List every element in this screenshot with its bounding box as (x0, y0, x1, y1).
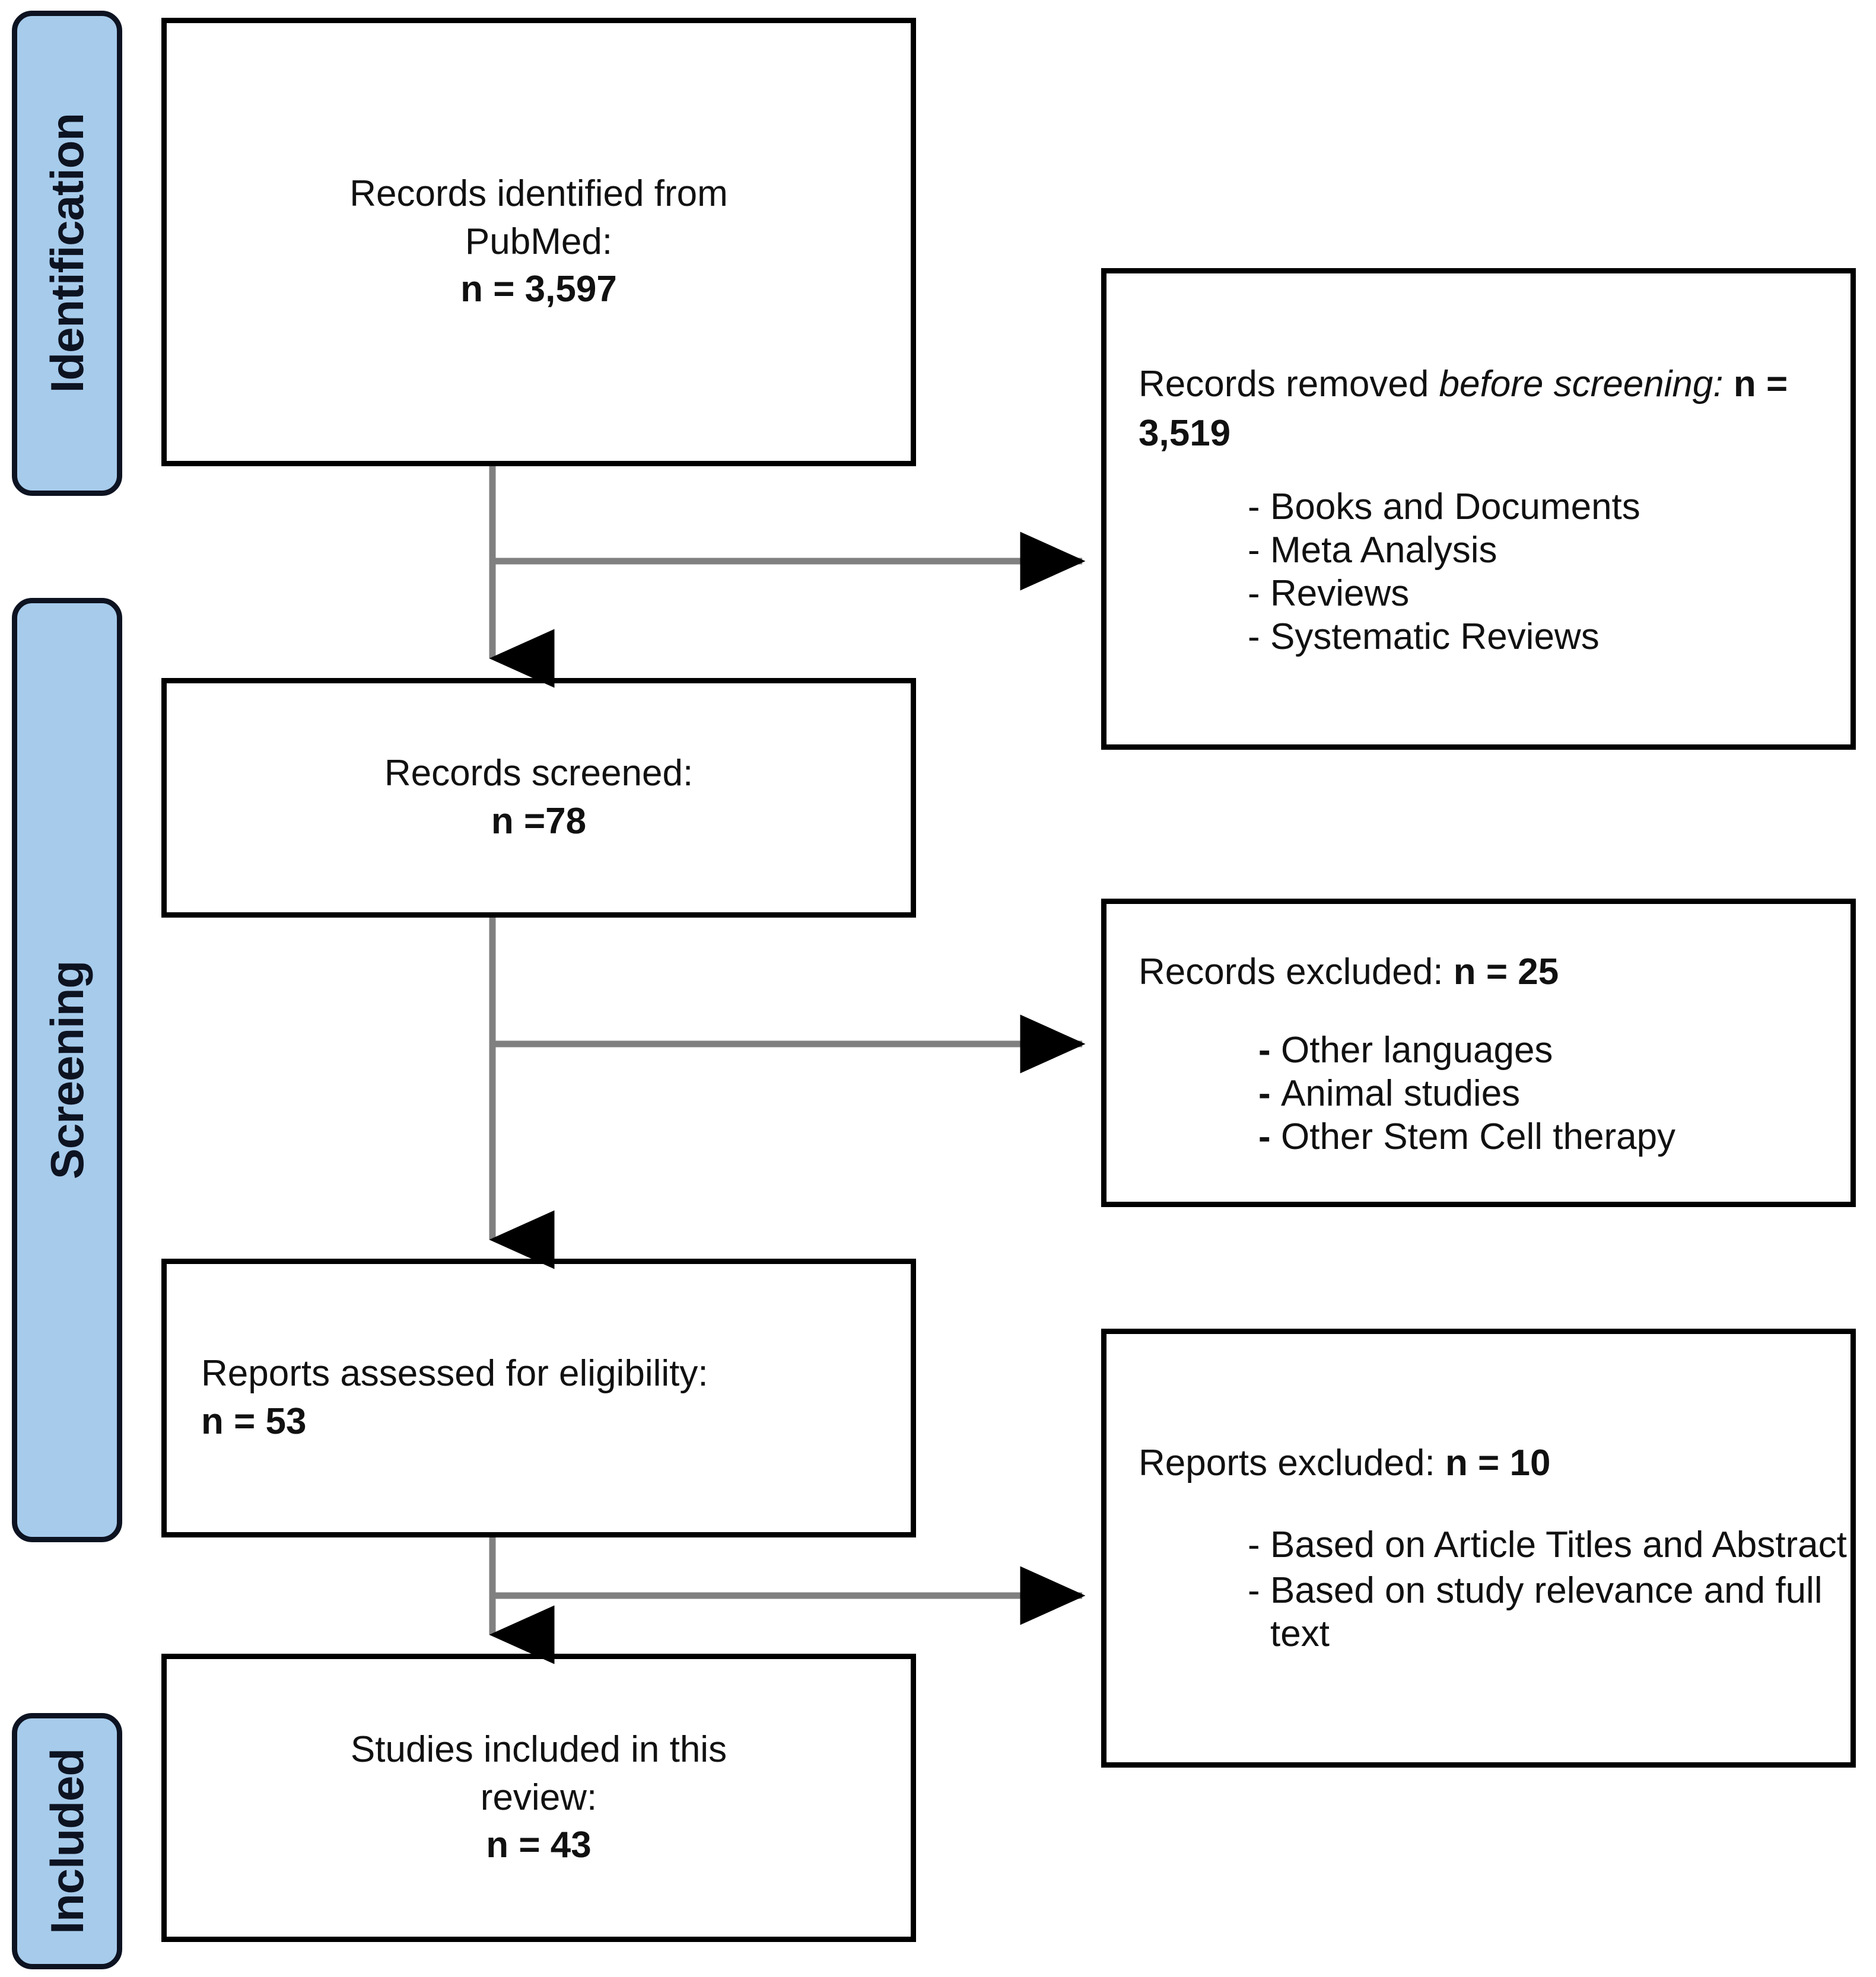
bullet-text: Animal studies (1281, 1072, 1521, 1114)
box-records-identified-body: Records identified from PubMed: n = 3,59… (167, 170, 911, 314)
records-identified-count: n = 3,597 (460, 269, 617, 310)
bullet-text: Reviews (1270, 573, 1410, 615)
bullet-dash-icon: - (1248, 529, 1260, 571)
bullet-dash-icon: - (1248, 573, 1260, 615)
records-excluded-count: n = 25 (1453, 951, 1559, 992)
records-removed-bullet-list: - Books and Documents - Meta Analysis - … (1106, 458, 1850, 659)
box-records-screened-body: Records screened: n =78 (167, 750, 911, 845)
bullet-text: Other languages (1281, 1029, 1553, 1071)
studies-included-line1: Studies included in this (350, 1729, 727, 1771)
records-screened-count: n =78 (491, 801, 587, 842)
reports-excluded-bullet-list: - Based on Article Titles and Abstract -… (1106, 1488, 1850, 1658)
bullet-text: Systematic Reviews (1270, 616, 1600, 658)
bullet-text: Meta Analysis (1270, 529, 1497, 571)
records-identified-line1: Records identified from (349, 173, 728, 215)
reports-excluded-count: n = 10 (1445, 1442, 1551, 1483)
records-removed-heading-pre: Records removed (1139, 363, 1439, 405)
studies-included-line2: review: (480, 1777, 597, 1818)
phase-tab-included-label: Included (41, 1748, 93, 1934)
list-item: - Other languages (1258, 1029, 1850, 1072)
box-records-screened: Records screened: n =78 (161, 678, 916, 918)
reports-excluded-heading-text: Reports excluded: (1139, 1442, 1445, 1483)
box-studies-included: Studies included in this review: n = 43 (161, 1654, 916, 1942)
records-excluded-heading-text: Records excluded: (1139, 951, 1454, 992)
bullet-text: Other Stem Cell therapy (1281, 1116, 1676, 1158)
list-item: - Systematic Reviews (1248, 615, 1850, 658)
phase-tab-identification-label: Identification (41, 113, 93, 393)
phase-tab-identification: Identification (12, 11, 122, 496)
box-studies-included-body: Studies included in this review: n = 43 (167, 1726, 911, 1870)
list-item: - Based on study relevance and full text (1248, 1569, 1850, 1656)
bullet-text: Based on Article Titles and Abstract (1270, 1524, 1847, 1565)
phase-tab-included: Included (12, 1713, 122, 1969)
reports-assessed-line1: Reports assessed for eligibility: (201, 1353, 708, 1395)
bullet-dash-icon: - (1248, 1524, 1260, 1565)
studies-included-count: n = 43 (486, 1825, 592, 1866)
list-item: - Other Stem Cell therapy (1258, 1115, 1850, 1158)
bullet-text: Based on study relevance and full text (1270, 1569, 1823, 1655)
box-records-identified: Records identified from PubMed: n = 3,59… (161, 18, 916, 466)
records-removed-heading-post: : (1713, 363, 1734, 405)
bullet-dash-icon: - (1248, 486, 1260, 527)
bullet-dash-icon: - (1248, 616, 1260, 658)
bullet-dash-icon: - (1248, 1569, 1260, 1611)
records-excluded-bullet-list: - Other languages - Animal studies - Oth… (1106, 997, 1850, 1158)
records-screened-line1: Records screened: (384, 753, 694, 794)
phase-tab-screening: Screening (12, 598, 122, 1542)
records-removed-heading-italic: before screening (1439, 363, 1713, 405)
box-reports-assessed: Reports assessed for eligibility: n = 53 (161, 1259, 916, 1537)
records-removed-count: n = 3,519 (1139, 363, 1788, 454)
bullet-dash-icon: - (1258, 1116, 1271, 1158)
box-reports-excluded: Reports excluded: n = 10 - Based on Arti… (1101, 1329, 1856, 1768)
list-item: - Meta Analysis (1248, 529, 1850, 572)
list-item: - Based on Article Titles and Abstract (1248, 1523, 1850, 1567)
reports-excluded-heading: Reports excluded: n = 10 (1106, 1438, 1850, 1488)
phase-tab-screening-label: Screening (41, 960, 93, 1180)
records-identified-line2: PubMed: (465, 221, 613, 262)
bullet-text: Books and Documents (1270, 486, 1640, 527)
records-removed-heading: Records removed before screening: n = 3,… (1106, 359, 1850, 458)
list-item: - Reviews (1248, 572, 1850, 615)
box-records-excluded: Records excluded: n = 25 - Other languag… (1101, 899, 1856, 1207)
box-records-removed-before-screening: Records removed before screening: n = 3,… (1101, 268, 1856, 750)
bullet-dash-icon: - (1258, 1029, 1271, 1071)
list-item: - Animal studies (1258, 1072, 1850, 1115)
reports-assessed-count: n = 53 (201, 1401, 307, 1442)
bullet-dash-icon: - (1258, 1072, 1271, 1114)
box-reports-assessed-body: Reports assessed for eligibility: n = 53 (167, 1350, 911, 1446)
records-excluded-heading: Records excluded: n = 25 (1106, 947, 1850, 997)
list-item: - Books and Documents (1248, 485, 1850, 529)
